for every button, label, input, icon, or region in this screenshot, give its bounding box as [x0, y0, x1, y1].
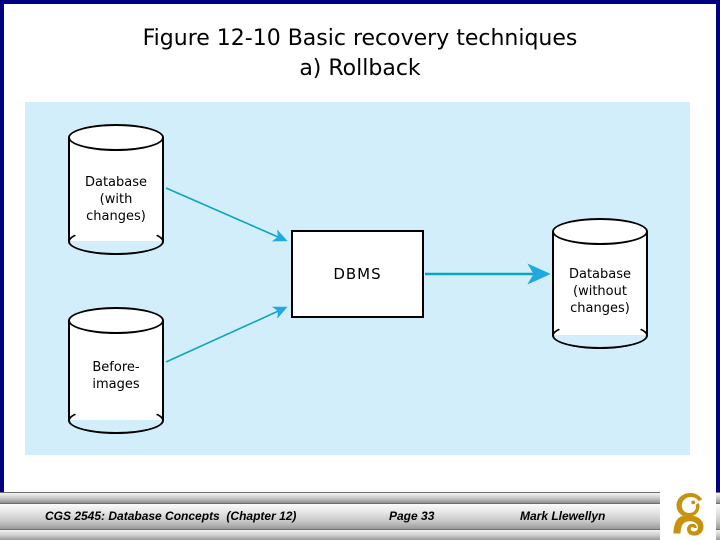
cylinder-top-ellipse [552, 218, 648, 245]
slide-frame-left [0, 0, 4, 492]
cylinder-top-ellipse [68, 307, 164, 334]
ucf-pegasus-logo [660, 488, 716, 540]
node-label: Database (with changes) [84, 175, 148, 224]
cylinder-body [68, 320, 164, 420]
footer-author-label: Mark Llewellyn [520, 508, 606, 523]
cylinder-bottom-ellipse [68, 228, 164, 255]
cylinder-top-ellipse [68, 124, 164, 151]
footer-band-top [0, 492, 720, 503]
node-dbms: DBMS [291, 230, 424, 318]
footer-page-label: Page 33 [389, 508, 435, 523]
cylinder-body [68, 137, 164, 241]
node-label: Before- images [92, 360, 140, 392]
slide-frame-top [0, 0, 720, 4]
slide-title-line-1: Figure 12-10 Basic recovery techniques [142, 26, 578, 51]
diagram-panel: Database (with changes) Before- images D… [25, 102, 690, 455]
node-label: DBMS [333, 265, 382, 283]
footer-text-row: CGS 2545: Database Concepts (Chapter 12)… [0, 503, 720, 528]
arrow-db-changes-to-dbms [165, 187, 288, 242]
node-database-without-changes: Database (without changes) [552, 218, 648, 349]
cylinder-bottom-ellipse [552, 322, 648, 349]
slide-title-line-2: a) Rollback [299, 56, 421, 81]
slide-footer: CGS 2545: Database Concepts (Chapter 12)… [0, 492, 720, 540]
footer-course-label: CGS 2545: Database Concepts (Chapter 12) [45, 508, 297, 523]
slide-title: Figure 12-10 Basic recovery techniques a… [0, 24, 720, 84]
node-before-images: Before- images [68, 307, 164, 434]
cylinder-bottom-ellipse [68, 407, 164, 434]
footer-band-middle [0, 503, 720, 529]
slide-frame-right [716, 0, 720, 492]
cylinder-body [552, 231, 648, 335]
arrow-before-images-to-dbms [165, 306, 288, 363]
footer-band-bottom [0, 529, 720, 540]
node-label: Database (without changes) [568, 267, 632, 316]
node-database-with-changes: Database (with changes) [68, 124, 164, 255]
